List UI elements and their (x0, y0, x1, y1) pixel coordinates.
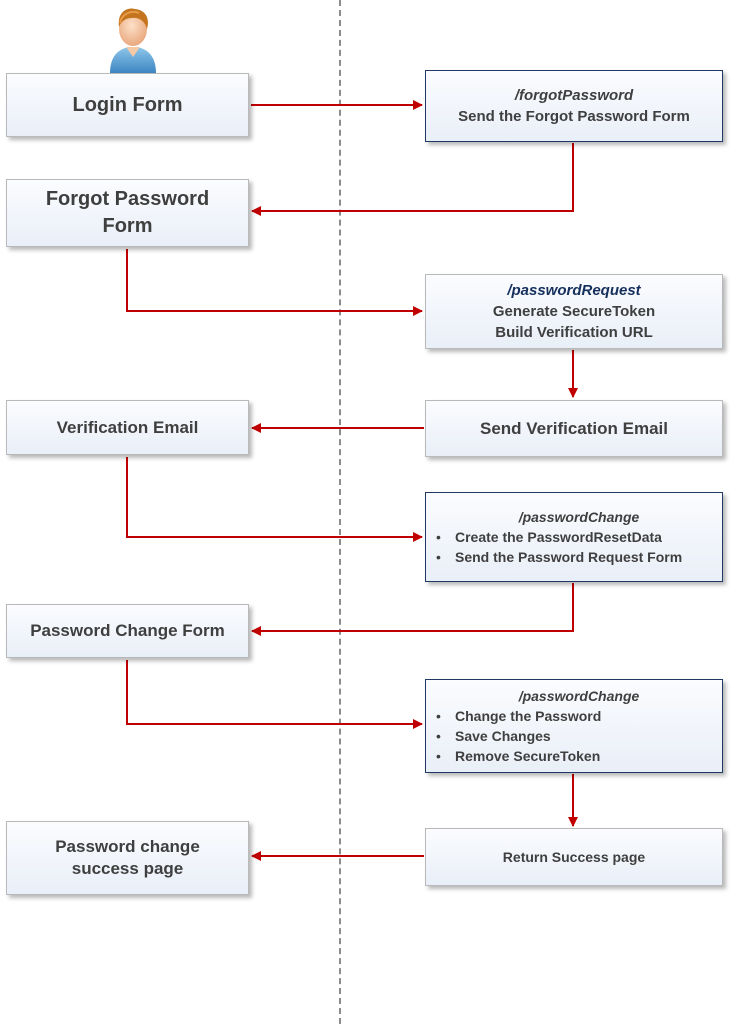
forgot-password-endpoint: /forgotPassword (514, 87, 634, 104)
return-success-label: Return Success page (502, 849, 646, 865)
password-change-step: Change the Password (436, 706, 722, 726)
success-page-label-line1: Password change (55, 837, 200, 856)
password-change-endpoint-box-1: /passwordChange Create the PasswordReset… (425, 492, 723, 582)
forgot-password-form-box: Forgot Password Form (6, 179, 249, 247)
password-change-form-box: Password Change Form (6, 604, 249, 658)
password-change-steps-2: Change the Password Save Changes Remove … (436, 706, 722, 766)
arrow-verification-to-change (126, 457, 423, 542)
password-change-endpoint-1: /passwordChange (518, 509, 640, 525)
forgot-password-form-label-line2: Form (102, 215, 153, 237)
forgot-password-endpoint-box: /forgotPassword Send the Forgot Password… (425, 70, 723, 142)
password-change-step: Remove SecureToken (436, 746, 722, 766)
arrow-forgot-endpoint-to-form (251, 143, 574, 216)
login-form-box: Login Form (6, 73, 249, 137)
password-change-endpoint-box-2: /passwordChange Change the Password Save… (425, 679, 723, 773)
password-change-form-label: Password Change Form (30, 621, 225, 640)
verification-email-label: Verification Email (56, 417, 199, 437)
success-page-label-line2: success page (71, 859, 184, 878)
forgot-password-form-label-line1: Forgot Password (45, 188, 210, 210)
success-page-box: Password change success page (6, 821, 249, 895)
password-request-endpoint-box: /passwordRequest Generate SecureToken Bu… (425, 274, 723, 349)
send-verification-email-box: Send Verification Email (425, 400, 723, 457)
verification-email-box: Verification Email (6, 400, 249, 455)
password-request-step-1: Generate SecureToken (492, 303, 656, 320)
arrow-change-form-to-change (126, 660, 423, 729)
user-icon (106, 3, 160, 80)
return-success-box: Return Success page (425, 828, 723, 886)
forgot-password-step: Send the Forgot Password Form (458, 108, 690, 125)
login-form-label: Login Form (72, 93, 183, 116)
password-change-step: Send the Password Request Form (436, 547, 722, 567)
password-change-step: Save Changes (436, 726, 722, 746)
password-request-step-2: Build Verification URL (495, 324, 653, 341)
send-verification-email-label: Send Verification Email (479, 418, 668, 438)
password-change-endpoint-2: /passwordChange (518, 688, 640, 704)
password-change-step: Create the PasswordResetData (436, 527, 722, 547)
arrow-form-to-password-request (126, 249, 423, 316)
lane-divider (339, 0, 341, 1024)
password-change-steps-1: Create the PasswordResetData Send the Pa… (436, 527, 722, 567)
password-request-endpoint: /passwordRequest (507, 282, 641, 299)
arrow-change-to-change-form (251, 583, 574, 636)
